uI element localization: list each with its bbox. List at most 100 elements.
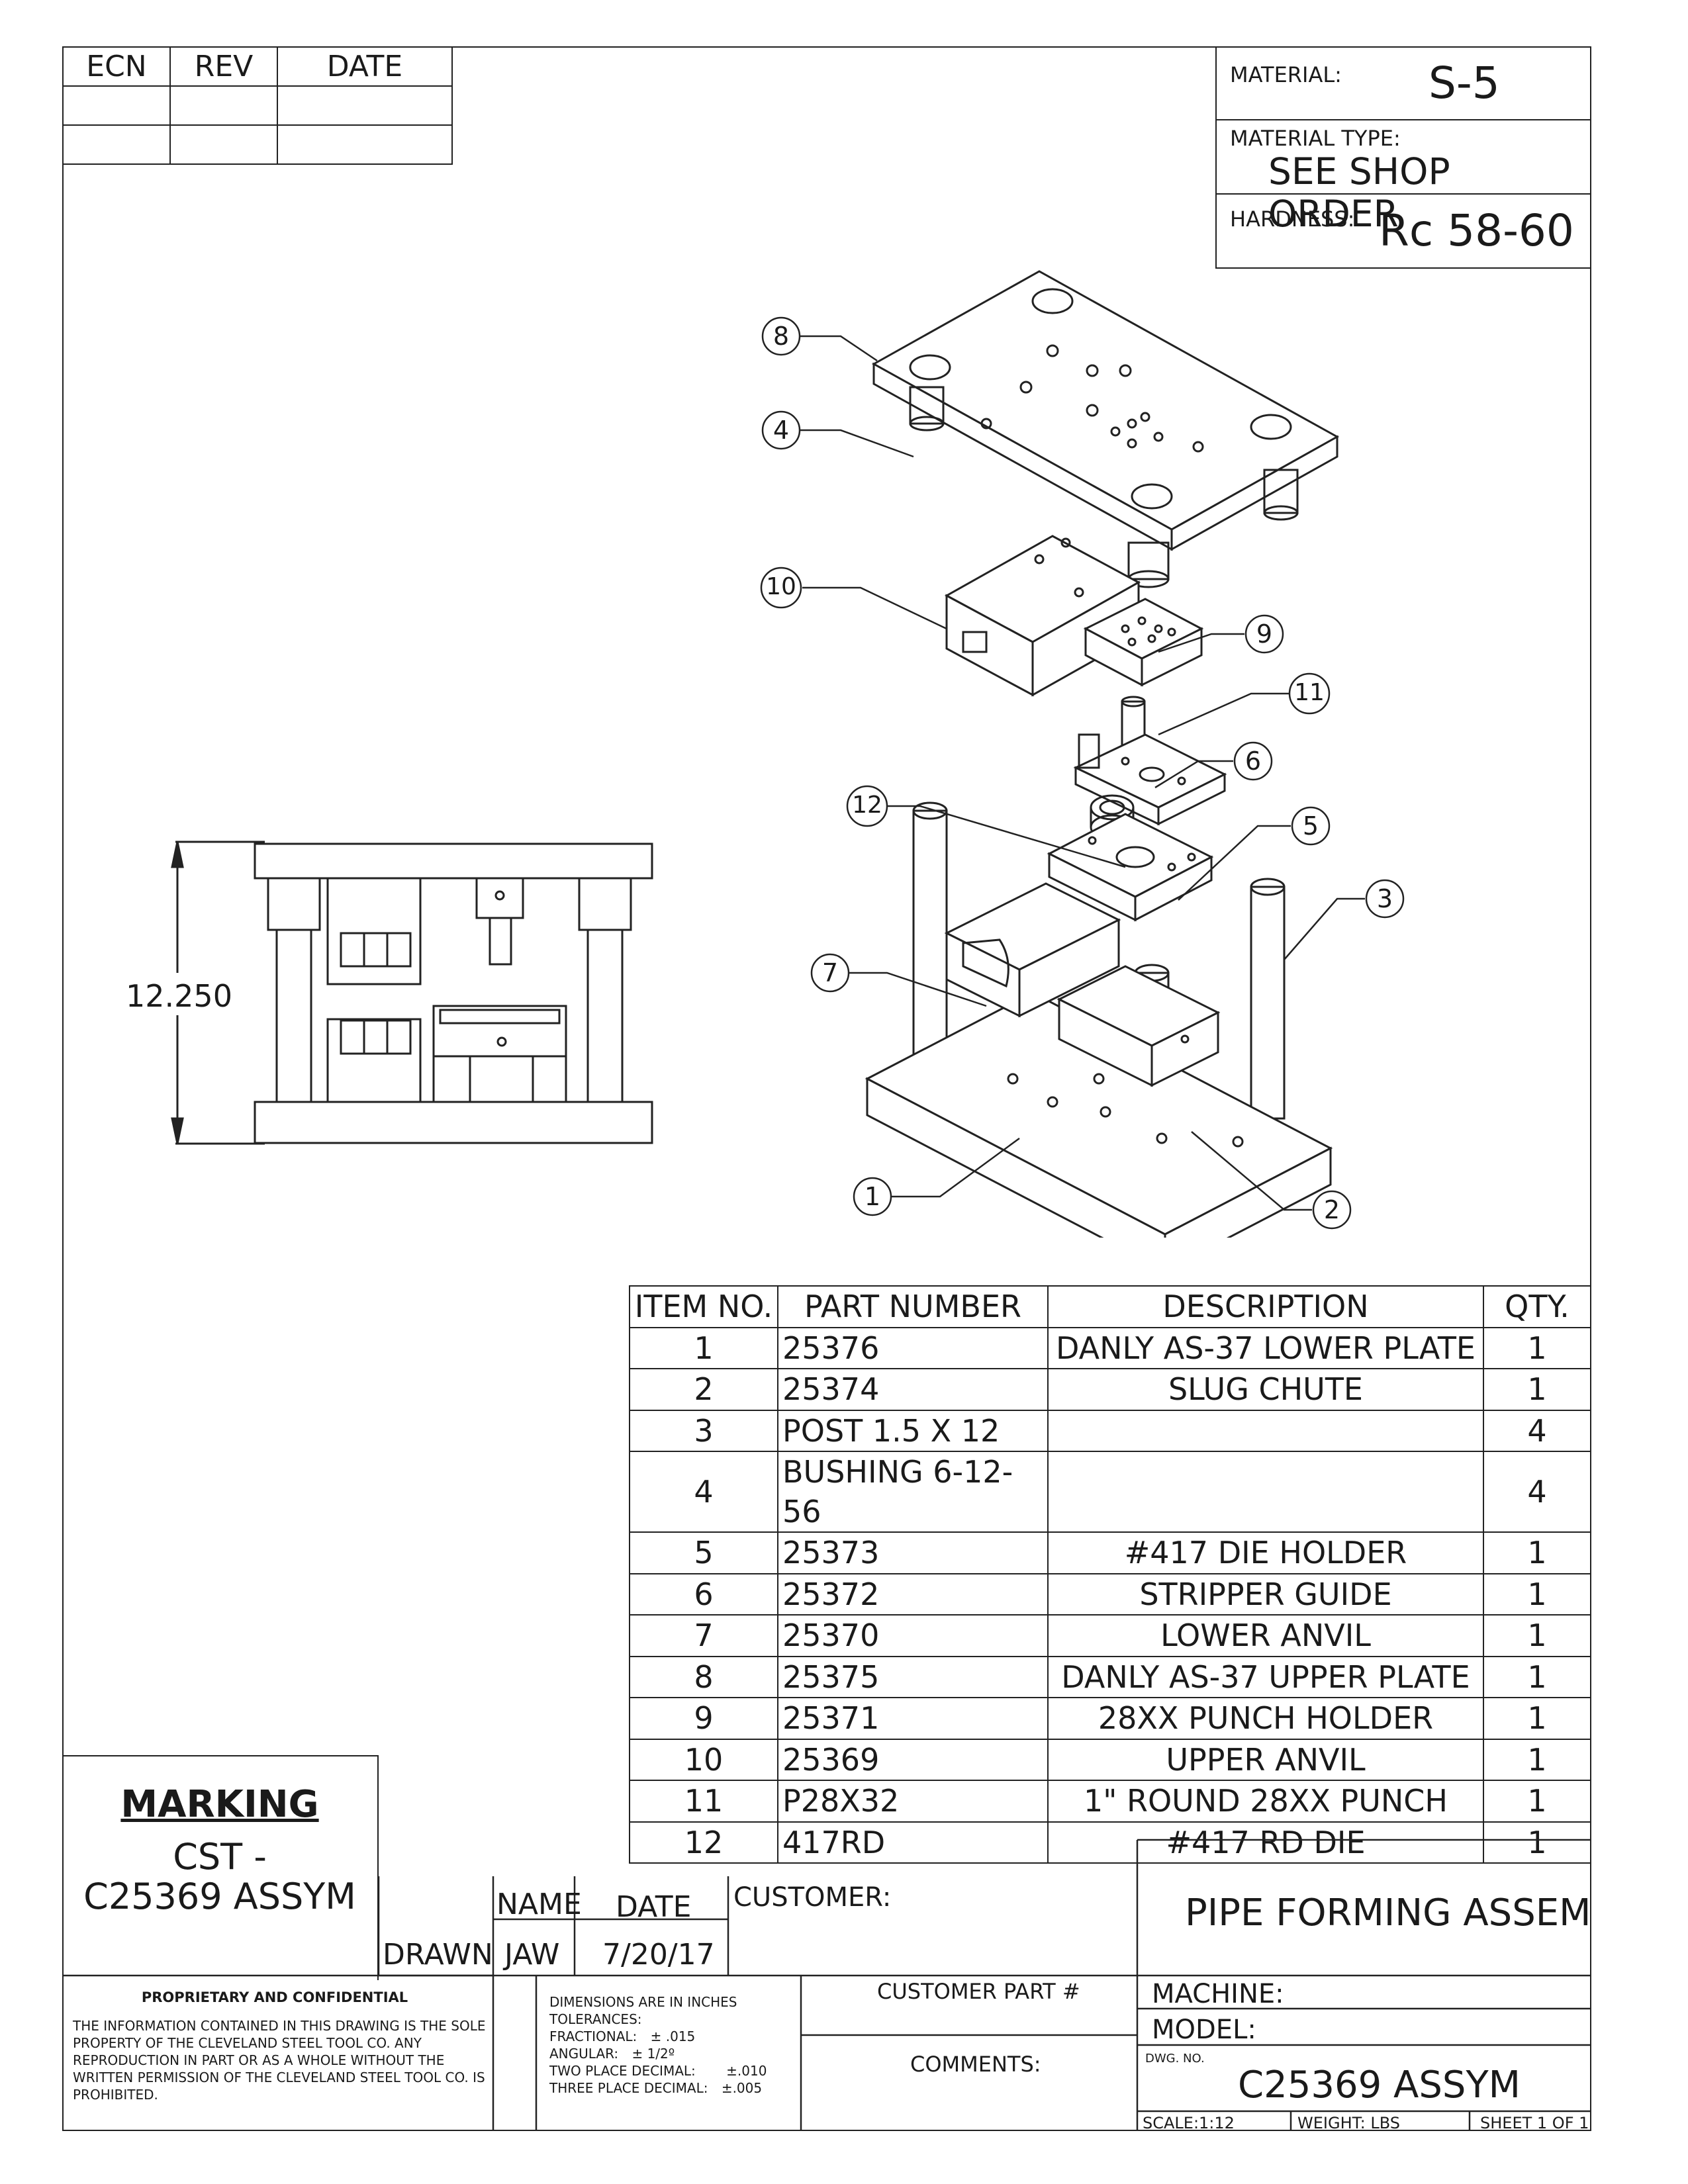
bom-description: DANLY AS-37 UPPER PLATE xyxy=(1047,1655,1484,1698)
tolerance-row: ANGULAR: ± 1/2º xyxy=(549,2046,675,2062)
dwg-no-label: DWG. NO. xyxy=(1145,2052,1205,2066)
dwg-no: C25369 ASSYM xyxy=(1238,2064,1521,2107)
hardness-value: Rc 58-60 xyxy=(1379,205,1574,256)
balloon-label-9: 9 xyxy=(1256,619,1273,649)
bom-item-no: 1 xyxy=(629,1326,778,1369)
machine-label: MACHINE: xyxy=(1152,1979,1284,2009)
material-label: MATERIAL: xyxy=(1230,62,1342,87)
bom-description: 28XX PUNCH HOLDER xyxy=(1047,1697,1484,1740)
tolerance-block: DIMENSIONS ARE IN INCHES TOLERANCES: FRA… xyxy=(549,1993,794,2097)
bom-item-no: 2 xyxy=(629,1368,778,1411)
upper-plate xyxy=(871,270,1340,551)
proprietary-line: PROPERTY OF THE CLEVELAND STEEL TOOL CO.… xyxy=(73,2035,422,2051)
proprietary-heading: PROPRIETARY AND CONFIDENTIAL xyxy=(141,1989,408,2005)
bom-qty: 1 xyxy=(1483,1368,1591,1411)
scale: SCALE:1:12 xyxy=(1143,2114,1235,2132)
balloon-label-4: 4 xyxy=(773,416,790,445)
bom-item-no: 6 xyxy=(629,1572,778,1615)
bom-part-number: P28X32 xyxy=(777,1780,1049,1823)
rev-cell xyxy=(62,85,171,126)
bom-part-number: 25373 xyxy=(777,1531,1049,1574)
bom-description: #417 DIE HOLDER xyxy=(1047,1531,1484,1574)
bom-description: STRIPPER GUIDE xyxy=(1047,1572,1484,1615)
bom-description: #417 RD DIE xyxy=(1047,1821,1484,1864)
bom-description xyxy=(1047,1451,1484,1533)
comments-label: COMMENTS: xyxy=(910,2052,1041,2077)
material-type-value: SEE SHOP ORDER xyxy=(1268,150,1450,235)
bom-qty: 1 xyxy=(1483,1655,1591,1698)
balloon-6 xyxy=(1233,741,1273,781)
bom-qty: 4 xyxy=(1483,1409,1591,1452)
title: PIPE FORMING ASSEM xyxy=(1185,1891,1591,1934)
bom-part-number: POST 1.5 X 12 xyxy=(777,1409,1049,1452)
model-label: MODEL: xyxy=(1152,2015,1256,2045)
bom-item-no: 3 xyxy=(629,1409,778,1452)
balloon-label-8: 8 xyxy=(773,322,790,351)
balloon-4 xyxy=(761,410,801,450)
balloon-label-2: 2 xyxy=(1323,1195,1340,1224)
revision-table: ECN REV DATE xyxy=(62,46,453,165)
drawn-date: 7/20/17 xyxy=(602,1938,715,1972)
proprietary-line: PROHIBITED. xyxy=(73,2087,158,2103)
tolerance-row: FRACTIONAL: ± .015 xyxy=(549,2028,696,2044)
bom-item-no: 10 xyxy=(629,1738,778,1781)
balloon-label-7: 7 xyxy=(821,958,839,987)
drawing-border xyxy=(62,46,1591,2131)
balloon-5 xyxy=(1291,806,1331,846)
bom-description: 1" ROUND 28XX PUNCH xyxy=(1047,1780,1484,1823)
drawn-date-header: DATE xyxy=(616,1890,692,1924)
weight: WEIGHT: LBS xyxy=(1297,2114,1401,2132)
bom-qty: 1 xyxy=(1483,1697,1591,1740)
balloon-11 xyxy=(1288,672,1331,715)
customer-part-label: CUSTOMER PART # xyxy=(877,1979,1080,2004)
tolerance-row: TWO PLACE DECIMAL: ±.010 xyxy=(549,2063,767,2079)
bom-qty: 1 xyxy=(1483,1738,1591,1781)
bom-part-number: 25376 xyxy=(777,1326,1049,1369)
marking-line-2: C25369 ASSYM xyxy=(83,1876,356,1917)
rev-cell xyxy=(277,85,453,126)
bom-part-number: 25370 xyxy=(777,1614,1049,1657)
bom-item-no: 5 xyxy=(629,1531,778,1574)
tolerance-heading: TOLERANCES: xyxy=(549,2011,642,2027)
balloon-label-1: 1 xyxy=(864,1182,881,1211)
balloon-10 xyxy=(760,567,802,609)
bom-item-no: 11 xyxy=(629,1780,778,1823)
bom-item-no: 12 xyxy=(629,1821,778,1864)
bom-part-number: 25375 xyxy=(777,1655,1049,1698)
drawn-row-label: DRAWN xyxy=(383,1938,493,1972)
bom-header-desc: DESCRIPTION xyxy=(1047,1285,1484,1328)
bom-part-number: 417RD xyxy=(777,1821,1049,1864)
bom-description: LOWER ANVIL xyxy=(1047,1614,1484,1657)
bom-header-part: PART NUMBER xyxy=(777,1285,1049,1328)
material-type-label: MATERIAL TYPE: xyxy=(1230,126,1401,151)
balloon-2 xyxy=(1312,1190,1352,1230)
balloon-1 xyxy=(853,1177,892,1216)
bom-part-number: 25372 xyxy=(777,1572,1049,1615)
rev-cell xyxy=(277,124,453,165)
proprietary-line: WRITTEN PERMISSION OF THE CLEVELAND STEE… xyxy=(73,2070,485,2085)
bom-qty: 4 xyxy=(1483,1451,1591,1533)
marking-heading: MARKING xyxy=(120,1783,319,1826)
rev-cell xyxy=(169,85,278,126)
rev-header-date: DATE xyxy=(277,46,453,87)
bom-qty: 1 xyxy=(1483,1821,1591,1864)
rev-cell xyxy=(62,124,171,165)
balloon-label-5: 5 xyxy=(1302,811,1319,841)
isometric-exploded-view xyxy=(865,270,1340,1238)
bom-description: SLUG CHUTE xyxy=(1047,1368,1484,1411)
balloon-label-10: 10 xyxy=(766,573,796,600)
bom-item-no: 4 xyxy=(629,1451,778,1533)
material-block: MATERIAL: S-5 MATERIAL TYPE: SEE SHOP OR… xyxy=(1215,46,1591,269)
sheet: SHEET 1 OF 1 xyxy=(1480,2114,1589,2132)
customer-label: CUSTOMER: xyxy=(733,1882,892,1913)
proprietary-notice: PROPRIETARY AND CONFIDENTIAL THE INFORMA… xyxy=(73,1989,530,2103)
proprietary-line: REPRODUCTION IN PART OR AS A WHOLE WITHO… xyxy=(73,2052,445,2068)
